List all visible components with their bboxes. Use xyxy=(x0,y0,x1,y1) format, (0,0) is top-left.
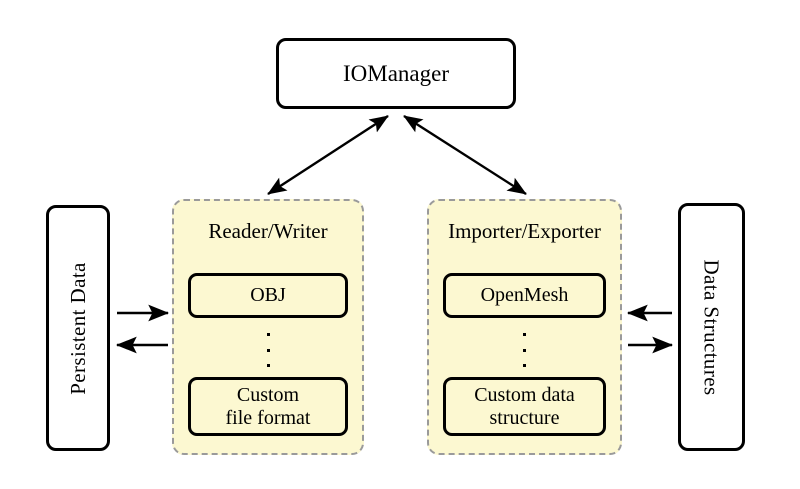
arrow-manager-readerwriter xyxy=(267,114,389,196)
arrow-manager-importerexporter xyxy=(403,114,527,196)
persistent-data-box[interactable]: Persistent Data xyxy=(46,205,110,451)
importerexporter-item-custom-line1: Custom data xyxy=(474,384,575,407)
importerexporter-title: Importer/Exporter xyxy=(448,219,601,243)
readerwriter-item-obj[interactable]: OBJ xyxy=(188,273,348,318)
readerwriter-title: Reader/Writer xyxy=(208,219,328,243)
importerexporter-panel[interactable]: Importer/Exporter OpenMesh Custom data s… xyxy=(427,199,622,455)
persistent-data-label: Persistent Data xyxy=(65,261,90,395)
readerwriter-item-custom-line1: Custom xyxy=(236,384,300,407)
dot-icon xyxy=(266,364,270,367)
importerexporter-item-custom-data-structure[interactable]: Custom data structure xyxy=(443,377,606,436)
iomanager-label: IOManager xyxy=(342,60,449,86)
dot-icon xyxy=(523,364,526,367)
readerwriter-panel[interactable]: Reader/Writer OBJ Custom file format xyxy=(172,199,364,455)
readerwriter-ellipsis-icon xyxy=(174,333,362,367)
importerexporter-item-custom-line2: structure xyxy=(489,406,560,429)
importerexporter-ellipsis-icon xyxy=(429,333,620,367)
data-structures-label: Data Structures xyxy=(700,258,725,396)
dot-icon xyxy=(266,333,270,336)
dot-icon xyxy=(523,333,526,336)
importerexporter-item-openmesh-label: OpenMesh xyxy=(480,284,569,307)
readerwriter-item-obj-label: OBJ xyxy=(250,284,286,307)
dot-icon xyxy=(266,348,270,352)
readerwriter-item-custom-line2: file format xyxy=(225,406,311,429)
importerexporter-item-openmesh[interactable]: OpenMesh xyxy=(443,273,606,318)
data-structures-box[interactable]: Data Structures xyxy=(678,203,745,451)
dot-icon xyxy=(523,348,526,352)
readerwriter-item-custom-file-format[interactable]: Custom file format xyxy=(188,377,348,436)
iomanager-box[interactable]: IOManager xyxy=(276,38,516,109)
